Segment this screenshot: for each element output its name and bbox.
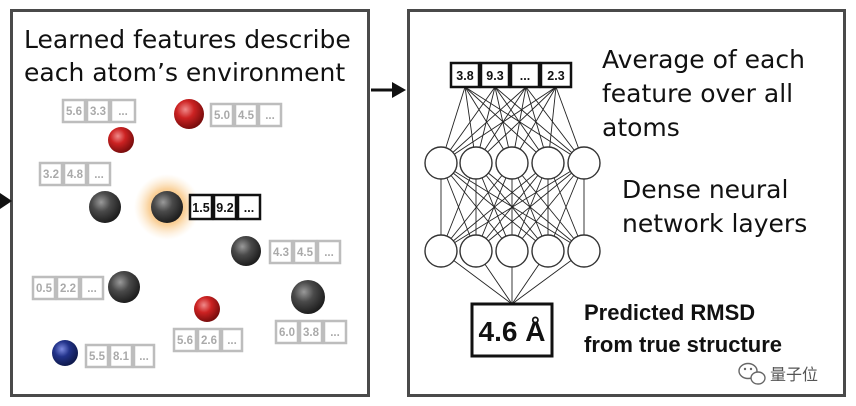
feature-cell: ... bbox=[244, 201, 254, 215]
feature-vector-a7: 0.5 2.2 ... bbox=[31, 275, 105, 301]
left-panel: Learned features describe each atom’s en… bbox=[10, 9, 370, 397]
dense-layer-2 bbox=[424, 234, 601, 268]
feature-cell: 5.6 bbox=[66, 106, 82, 118]
output-label-line2: from true structure bbox=[584, 332, 782, 357]
feature-cell: 1.5 bbox=[192, 201, 209, 215]
average-cell: 2.3 bbox=[547, 69, 564, 83]
feature-vector-a8: 5.6 2.6 ... bbox=[172, 327, 244, 353]
output-value: 4.6 Å bbox=[479, 316, 546, 347]
feature-cell: 2.6 bbox=[201, 335, 217, 347]
average-label-line1: Average of each bbox=[602, 45, 805, 74]
atom-a10 bbox=[52, 340, 78, 366]
feature-cell: 6.0 bbox=[279, 327, 295, 339]
wechat-icon bbox=[738, 362, 766, 385]
feature-cell: 5.0 bbox=[214, 110, 230, 122]
dense-layer-1 bbox=[424, 146, 601, 180]
neuron-node bbox=[424, 234, 458, 268]
feature-cell: 4.8 bbox=[67, 169, 84, 181]
atom-a6 bbox=[231, 236, 261, 266]
average-label-line2: feature over all bbox=[602, 79, 793, 108]
neuron-node bbox=[495, 146, 529, 180]
feature-cell: ... bbox=[227, 335, 237, 347]
neuron-node bbox=[459, 234, 493, 268]
average-cell: ... bbox=[520, 69, 530, 83]
atom-a9 bbox=[291, 280, 325, 314]
feature-vector-a10: 5.5 8.1 ... bbox=[84, 343, 156, 369]
neuron-node bbox=[531, 234, 565, 268]
dense-label-line2: network layers bbox=[622, 209, 807, 238]
feature-cell: ... bbox=[139, 351, 149, 363]
neuron-node bbox=[567, 146, 601, 180]
atom-a8 bbox=[194, 296, 220, 322]
feature-vector-a1: 5.6 3.3 ... bbox=[61, 98, 137, 124]
watermark: 量子位 bbox=[738, 362, 818, 385]
feature-cell: 2.2 bbox=[60, 283, 76, 295]
feature-cell: ... bbox=[265, 110, 275, 122]
feature-cell: 4.5 bbox=[297, 247, 314, 259]
feature-cell: 3.2 bbox=[43, 169, 59, 181]
right-panel: 3.8 9.3 ... 2.3 4.6 Å Average of each bbox=[407, 9, 846, 397]
atom-a7 bbox=[108, 271, 140, 303]
connector-arrow bbox=[371, 82, 406, 98]
neuron-node bbox=[531, 146, 565, 180]
neuron-node bbox=[424, 146, 458, 180]
feature-vector-a5-highlighted: 1.5 9.2 ... bbox=[188, 193, 262, 221]
feature-cell: 9.2 bbox=[216, 201, 233, 215]
feature-cell: ... bbox=[94, 169, 104, 181]
atom-a5-highlighted bbox=[151, 191, 183, 223]
atom-a4 bbox=[89, 191, 121, 223]
output-label-line1: Predicted RMSD bbox=[584, 300, 755, 325]
feature-cell: 5.6 bbox=[177, 335, 193, 347]
atom-a1 bbox=[108, 127, 134, 153]
feature-vector-a9: 6.0 3.8 ... bbox=[274, 319, 348, 345]
feature-cell: ... bbox=[118, 106, 128, 118]
feature-cell: ... bbox=[87, 283, 97, 295]
feature-cell: ... bbox=[330, 327, 340, 339]
average-label-line3: atoms bbox=[602, 113, 680, 142]
dense-label-line1: Dense neural bbox=[622, 175, 788, 204]
average-feature-vector: 3.8 9.3 ... 2.3 bbox=[449, 61, 573, 89]
output-box: 4.6 Å bbox=[470, 302, 554, 358]
watermark-text: 量子位 bbox=[770, 365, 818, 384]
feature-cell: ... bbox=[324, 247, 334, 259]
left-heading-line2: each atom’s environment bbox=[24, 58, 345, 87]
average-cell: 9.3 bbox=[486, 69, 503, 83]
atom-a2 bbox=[174, 99, 204, 129]
neuron-node bbox=[459, 146, 493, 180]
left-heading-line1: Learned features describe bbox=[24, 25, 351, 54]
feature-vector-a6: 4.3 4.5 ... bbox=[268, 239, 342, 265]
average-cell: 3.8 bbox=[456, 69, 473, 83]
feature-vector-a2: 5.0 4.5 ... bbox=[209, 102, 283, 128]
feature-cell: 4.3 bbox=[273, 247, 289, 259]
feature-cell: 3.3 bbox=[90, 106, 106, 118]
feature-cell: 8.1 bbox=[113, 351, 130, 363]
feature-cell: 0.5 bbox=[36, 283, 53, 295]
feature-cell: 3.8 bbox=[303, 327, 320, 339]
entry-arrow bbox=[0, 193, 12, 209]
feature-cell: 5.5 bbox=[89, 351, 106, 363]
feature-vector-a3: 3.2 4.8 ... bbox=[38, 161, 112, 187]
feature-cell: 4.5 bbox=[238, 110, 255, 122]
neuron-node bbox=[495, 234, 529, 268]
neuron-node bbox=[567, 234, 601, 268]
